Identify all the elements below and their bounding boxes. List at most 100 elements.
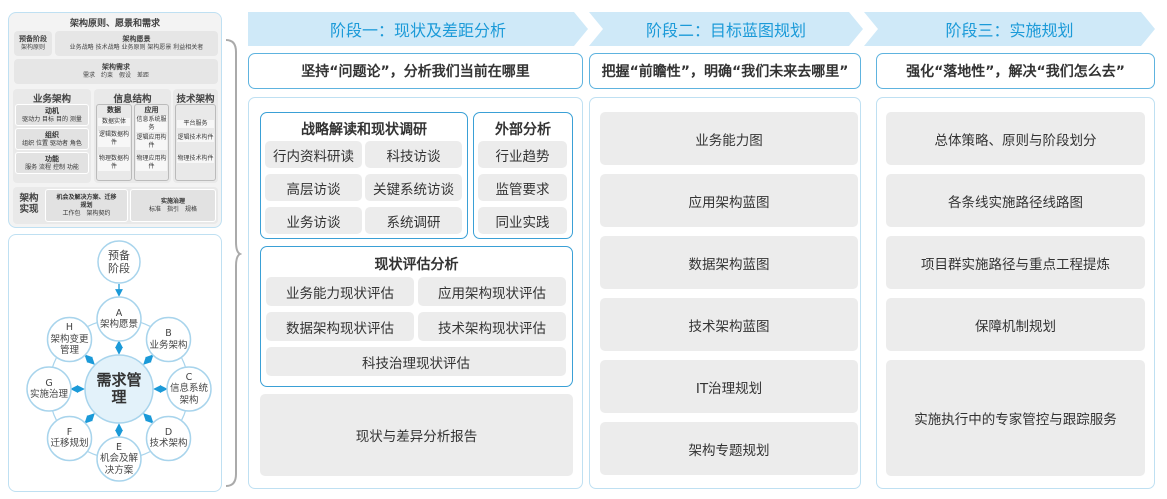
assessment-item: 业务能力现状评估 <box>266 277 414 306</box>
external-group: 外部分析 行业趋势 监管要求 同业实践 <box>473 112 573 239</box>
external-item: 行业趋势 <box>478 141 567 168</box>
acp-title: 架构原则、愿景和需求 <box>69 19 160 29</box>
stage-1-subtitle: 坚持“问题论”，分析我们当前在哪里 <box>248 53 583 89</box>
phase-name: 信息系统架构 <box>170 383 209 406</box>
requirements-title: 架构需求 <box>102 63 130 71</box>
vision-title: 架构愿景 <box>122 35 151 43</box>
phase-letter: C <box>185 371 193 383</box>
opp-items: 工作包 架构契约 <box>62 209 111 217</box>
stage-1-header: 阶段一：现状及差距分析 <box>248 12 588 46</box>
arrow-icon <box>143 354 154 365</box>
requirements-items: 需求 约束 假设 差距 <box>82 72 149 79</box>
research-group: 战略解读和现状调研 行内资料研读 科技访谈 高层访谈 关键系统访谈 业务访谈 系… <box>260 112 468 239</box>
assessment-item: 应用架构现状评估 <box>418 277 566 306</box>
data-title: 数据 <box>107 106 121 114</box>
group-title: 功能 <box>45 154 59 163</box>
phase-name: 技术架构 <box>149 438 188 450</box>
phase-node-g <box>26 366 72 412</box>
prelim-label: 预备阶段 <box>104 249 134 275</box>
phase-name: 迁移规划 <box>50 438 89 450</box>
arrow-icon <box>84 354 95 365</box>
group-items: 服务 流程 控制 功能 <box>25 163 79 171</box>
phase-name: 架构变更管理 <box>50 333 89 357</box>
stage-3-subtitle: 强化“落地性”，解决“我们怎么去” <box>876 53 1155 89</box>
phase-letter: E <box>115 441 122 453</box>
stage3-item: 项目群实施路径与重点工程提炼 <box>886 236 1145 289</box>
impl-title: 架构实现 <box>19 193 39 215</box>
center-node <box>84 354 154 424</box>
info-structure-title: 信息结构 <box>113 94 152 105</box>
phase-node-d <box>145 415 192 462</box>
app-item: 逻辑应用构件 <box>136 134 167 150</box>
phase-node-e <box>96 436 142 482</box>
assessment-item: 数据架构现状评估 <box>266 312 414 341</box>
phase-name: 架构愿景 <box>100 319 139 330</box>
stage3-item: 各条线实施路径线路图 <box>886 174 1145 227</box>
business-group: 动机驱动力 目标 目的 测量 <box>15 104 89 126</box>
data-item: 数据实体 <box>98 118 130 126</box>
assessment-group: 现状评估分析 业务能力现状评估 应用架构现状评估 数据架构现状评估 技术架构现状… <box>260 246 573 387</box>
phase-letter: A <box>115 307 123 319</box>
app-subsection <box>134 104 169 181</box>
data-item: 物理数据构件 <box>98 155 130 171</box>
phase-node-a <box>96 296 142 342</box>
gov-title: 实施治理 <box>160 197 185 205</box>
stage-3-header: 阶段三：实施规划 <box>864 12 1155 46</box>
stage-2-subtitle: 把握“前瞻性”，明确“我们未来去哪里” <box>589 53 861 89</box>
assessment-title: 现状评估分析 <box>374 257 459 273</box>
app-item: 物理应用构件 <box>136 155 167 171</box>
external-title: 外部分析 <box>495 122 551 138</box>
stage2-item: 业务能力图 <box>600 112 858 165</box>
app-item: 信息系统服务 <box>136 116 167 132</box>
gov-items: 标准 指引 规格 <box>148 205 197 213</box>
phase-node-h <box>46 316 93 363</box>
stage-2-title: 阶段二：目标蓝图规划 <box>645 21 806 40</box>
opp-title: 机会及解决方案、迁移规划 <box>56 193 117 209</box>
vision-items: 业务战略 技术战略 业务原则 架构愿景 利益相关者 <box>69 44 204 51</box>
stage2-item: 数据架构蓝图 <box>600 236 858 289</box>
external-item: 监管要求 <box>478 174 567 201</box>
gap-report: 现状与差异分析报告 <box>260 394 573 476</box>
phase-letter: H <box>65 322 74 334</box>
brace-icon <box>225 39 242 487</box>
prelim-box: 预备阶段 架构原则 <box>14 31 52 56</box>
stage-1-title: 阶段一：现状及差距分析 <box>329 21 506 40</box>
business-arch-title: 业务架构 <box>32 94 71 105</box>
prelim-text: 预备阶段 <box>108 249 130 275</box>
external-item: 同业实践 <box>478 207 567 234</box>
research-item: 科技访谈 <box>365 141 462 168</box>
app-title: 应用 <box>144 106 159 114</box>
gov-box: 实施治理标准 指引 规格 <box>130 189 216 222</box>
research-title: 战略解读和现状调研 <box>301 122 427 138</box>
center-label: 需求管理 <box>94 372 144 406</box>
group-items: 组织 位置 驱动者 角色 <box>22 139 82 147</box>
group-title: 动机 <box>45 106 59 115</box>
phase-letter: G <box>45 377 53 389</box>
adm-cycle-diagram <box>26 240 212 482</box>
stage2-item: IT治理规划 <box>600 360 858 413</box>
research-item: 关键系统访谈 <box>365 174 462 201</box>
tech-arch-title: 技术架构 <box>176 94 215 105</box>
research-item: 业务访谈 <box>265 207 362 234</box>
research-item: 高层访谈 <box>265 174 362 201</box>
research-item: 行内资料研读 <box>265 141 362 168</box>
tech-item: 逻辑技术构件 <box>177 134 214 142</box>
prelim-node <box>97 240 141 284</box>
opp-box: 机会及解决方案、迁移规划工作包 架构契约 <box>45 189 128 222</box>
phase-letter: D <box>164 426 173 438</box>
data-item: 逻辑数据构件 <box>98 131 130 147</box>
stage3-item: 总体策略、原则与阶段划分 <box>886 112 1145 165</box>
prelim-title: 预备阶段 <box>19 35 47 43</box>
phase-letter: F <box>66 426 73 438</box>
phase-node-b <box>145 316 192 363</box>
business-group: 组织组织 位置 驱动者 角色 <box>15 128 89 150</box>
data-subsection <box>96 104 132 181</box>
tech-item: 平台服务 <box>177 120 214 128</box>
